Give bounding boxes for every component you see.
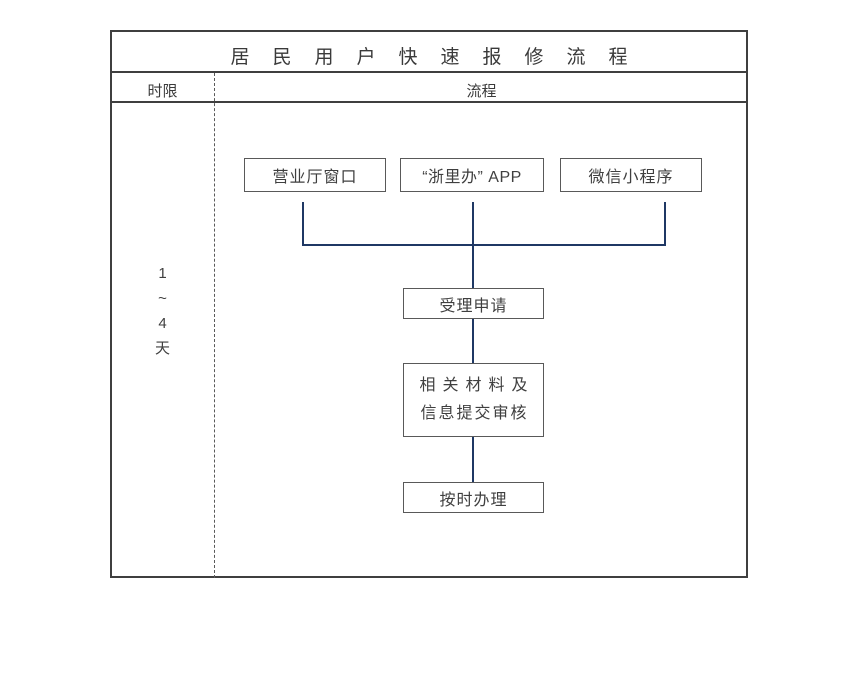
time-limit-line: 天 [154,340,170,357]
column-header-process: 流程 [466,83,497,100]
node-materials-review-line1: 相关材料及 [419,377,535,394]
time-limit-line: 4 [158,315,167,332]
time-limit-line: ~ [158,290,167,307]
column-header-time-limit: 时限 [147,83,178,100]
node-wechat-mini-program: 微信小程序 [560,158,702,192]
node-accept-application: 受理申请 [403,288,544,319]
node-zheliban-app: “浙里办” APP [400,158,544,192]
time-limit-value: 1 ~ 4 天 [110,261,215,361]
column-dashed-divider [214,73,215,578]
connector-accept-to-materials [472,319,474,363]
flowchart-title: 居民用户快速报修流程 [230,47,651,68]
node-service-hall-window: 营业厅窗口 [244,158,386,192]
connector-hall-down [302,202,304,246]
node-materials-review: 相关材料及 信息提交审核 [403,363,544,437]
header-separator-line [110,101,748,103]
node-on-time-processing: 按时办理 [403,482,544,513]
title-separator-line [110,71,748,73]
time-limit-line: 1 [158,265,167,282]
connector-materials-to-processing [472,437,474,482]
node-materials-review-line2: 信息提交审核 [420,405,529,422]
connector-miniprogram-down [664,202,666,246]
connector-merge-horizontal [302,244,666,246]
